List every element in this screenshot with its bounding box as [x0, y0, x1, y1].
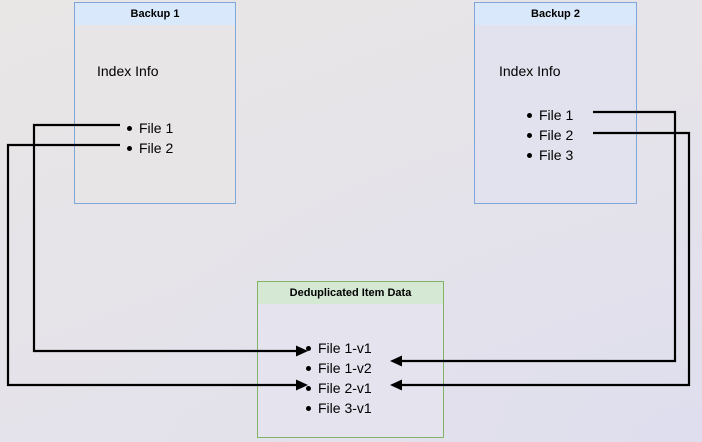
node-backup-1-title: Backup 1 [74, 2, 236, 26]
node-deduplicated-item-data-title: Deduplicated Item Data [257, 281, 444, 305]
backup-1-file-list: File 1 File 2 [125, 118, 173, 158]
node-deduplicated-item-data-body: File 1-v1 File 1-v2 File 2-v1 File 3-v1 [257, 304, 444, 438]
node-backup-1[interactable]: Backup 1 Index Info File 1 File 2 [74, 2, 236, 204]
node-backup-1-body: Index Info File 1 File 2 [74, 25, 236, 204]
list-item[interactable]: File 3 [525, 145, 573, 165]
node-backup-2-body: Index Info File 1 File 2 File 3 [474, 25, 637, 204]
list-item[interactable]: File 2 [525, 125, 573, 145]
list-item[interactable]: File 1 [525, 105, 573, 125]
dedup-file-list: File 1-v1 File 1-v2 File 2-v1 File 3-v1 [304, 338, 372, 418]
node-backup-2-title: Backup 2 [474, 2, 637, 26]
backup-1-index-info-label: Index Info [97, 63, 159, 79]
node-backup-2[interactable]: Backup 2 Index Info File 1 File 2 File 3 [474, 2, 637, 204]
list-item[interactable]: File 3-v1 [304, 398, 372, 418]
backup-2-file-list: File 1 File 2 File 3 [525, 105, 573, 165]
list-item[interactable]: File 1-v1 [304, 338, 372, 358]
backup-2-index-info-label: Index Info [499, 63, 561, 79]
list-item[interactable]: File 1-v2 [304, 358, 372, 378]
list-item[interactable]: File 2-v1 [304, 378, 372, 398]
node-deduplicated-item-data[interactable]: Deduplicated Item Data File 1-v1 File 1-… [257, 281, 444, 438]
list-item[interactable]: File 1 [125, 118, 173, 138]
list-item[interactable]: File 2 [125, 138, 173, 158]
